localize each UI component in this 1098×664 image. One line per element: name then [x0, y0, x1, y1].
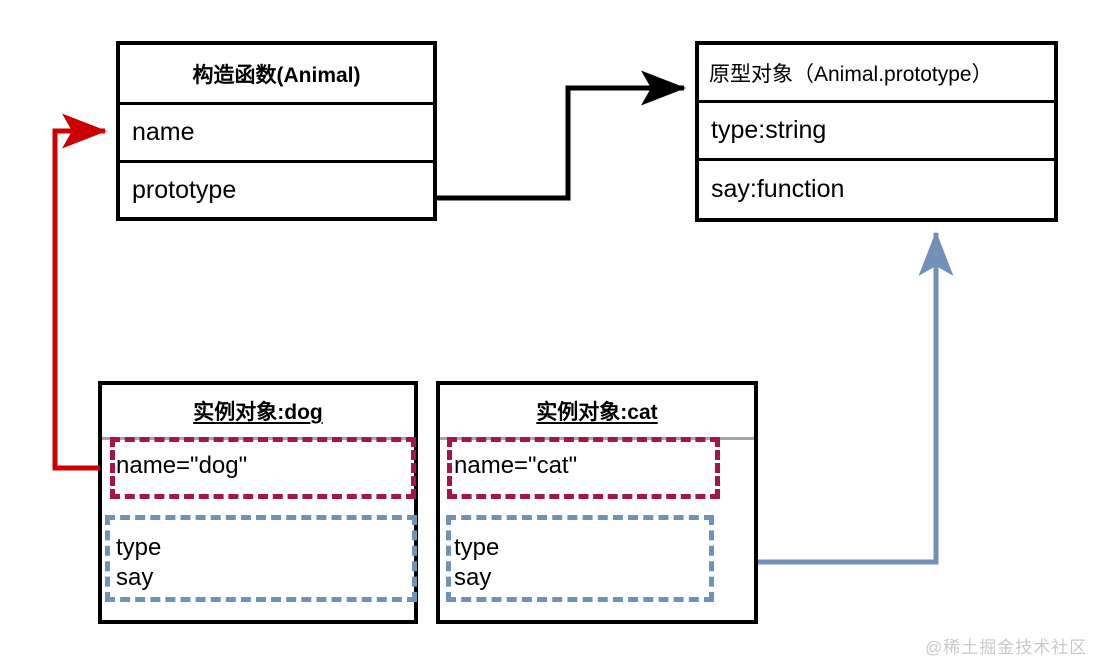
own-property-highlight-cat [447, 437, 720, 499]
arrow-instance-inherited-to-prototype-object [758, 231, 954, 565]
constructor-function-box: 构造函数(Animal) name prototype [116, 41, 437, 221]
inherited-property-highlight-dog [105, 515, 417, 602]
constructor-field-name-row: name [120, 102, 433, 160]
prototype-field-type-row: type:string [699, 100, 1054, 158]
instance-cat-inherited-say: say [454, 564, 492, 591]
instance-cat-title: 实例对象:cat [536, 401, 658, 424]
inherited-property-highlight-cat [446, 515, 714, 602]
constructor-field-name: name [132, 118, 195, 146]
prototype-box-title: 原型对象（Animal.prototype） [709, 62, 993, 86]
own-property-highlight-dog [110, 437, 416, 499]
instance-dog-title: 实例对象:dog [193, 401, 323, 424]
constructor-box-title: 构造函数(Animal) [192, 63, 361, 87]
instance-dog-inherited-type: type [116, 534, 162, 561]
prototype-box-title-row: 原型对象（Animal.prototype） [699, 45, 1054, 100]
watermark-label: @稀土掘金技术社区 [925, 638, 1088, 657]
instance-dog-own-property: name="dog" [116, 452, 248, 479]
instance-object-cat-box: 实例对象:cat name="cat" type say [436, 381, 758, 624]
instance-cat-own-property: name="cat" [454, 452, 578, 479]
instance-dog-inherited-say: say [116, 564, 154, 591]
instance-object-dog-box: 实例对象:dog name="dog" type say [98, 381, 418, 624]
arrow-prototype-field-to-prototype-object [437, 70, 686, 201]
constructor-field-prototype: prototype [132, 175, 237, 204]
prototype-field-say: say:function [711, 175, 845, 203]
prototype-object-box: 原型对象（Animal.prototype） type:string say:f… [695, 41, 1058, 222]
prototype-field-type: type:string [711, 116, 827, 144]
instance-cat-inherited-type: type [454, 534, 500, 561]
constructor-box-title-row: 构造函数(Animal) [120, 45, 433, 102]
prototype-field-say-row: say:function [699, 158, 1054, 218]
constructor-field-prototype-row: prototype [120, 160, 433, 217]
